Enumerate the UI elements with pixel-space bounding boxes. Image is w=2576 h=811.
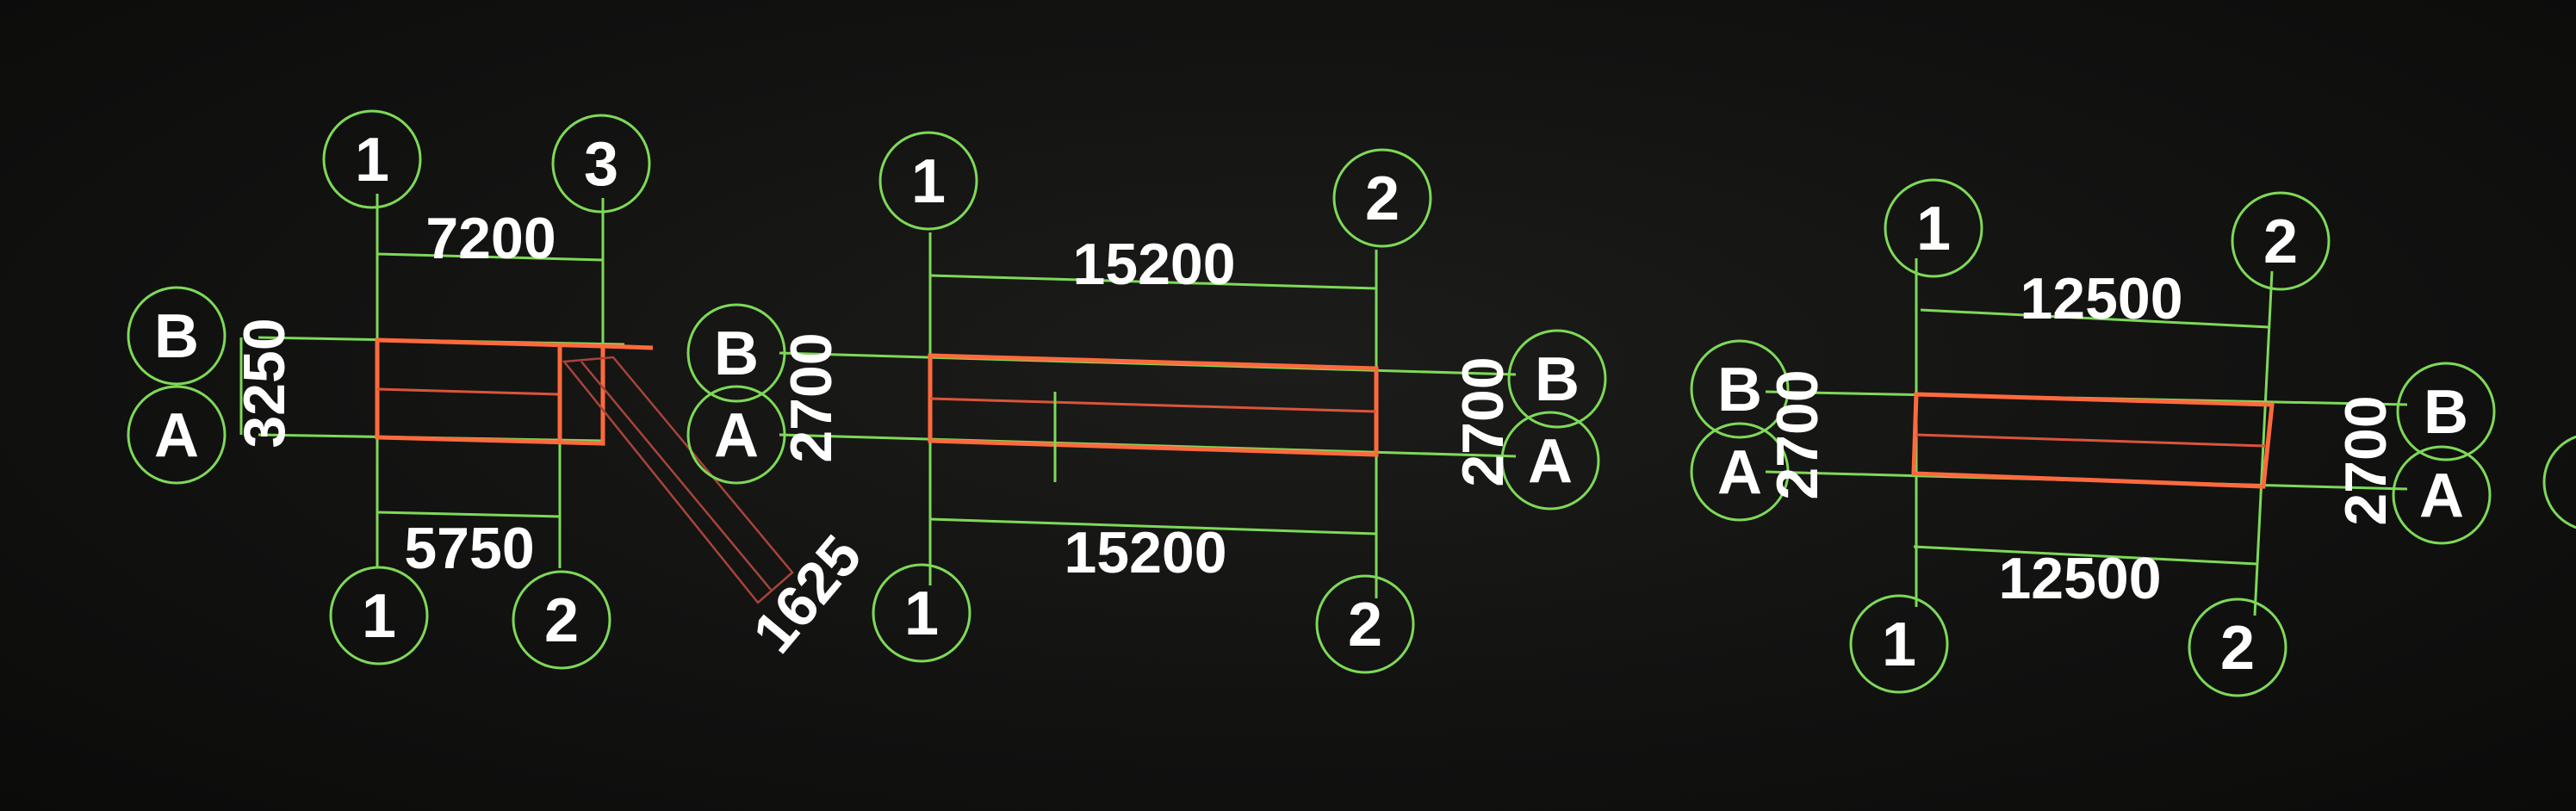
grid-bubble-icon xyxy=(322,109,422,209)
dimension-line-bottom xyxy=(1913,545,2257,566)
dimension-line-top xyxy=(1920,308,2270,329)
dimension-text-right: 2700 xyxy=(1450,356,1516,486)
dimension-line-top xyxy=(929,274,1377,290)
grid-bubble-icon[interactable]: 2 xyxy=(1315,574,1415,674)
grid-bubble-icon[interactable]: 2 xyxy=(2231,191,2331,291)
grid-bubble-icon xyxy=(686,385,786,485)
grid-bubble-icon xyxy=(1500,411,1600,511)
grid-bubble-icon[interactable]: 2 xyxy=(1332,148,1432,248)
dimension-text-bottom: 12500 xyxy=(1998,546,2161,611)
axis-label-left-A: A xyxy=(154,401,199,470)
beam-centerline xyxy=(929,397,1377,413)
axis-label-left-B: B xyxy=(1717,356,1762,424)
beam-outline[interactable] xyxy=(928,353,1379,457)
dimension-line-top xyxy=(376,252,604,262)
grid-bubble-icon xyxy=(127,385,227,485)
axis-label-bottom-1: 1 xyxy=(362,582,396,651)
grid-bubble-icon[interactable]: A xyxy=(686,385,786,485)
dimension-line-bottom xyxy=(929,517,1377,536)
axis-label-left-B: B xyxy=(154,302,199,371)
grid-line-2 xyxy=(2253,270,2274,616)
dimension-text-top: 7200 xyxy=(425,206,556,271)
grid-bubble-icon[interactable]: A xyxy=(1690,422,1790,522)
grid-bubble-icon xyxy=(872,563,971,663)
grid-bubble-icon xyxy=(1884,178,1983,278)
axis-label-bottom-2: 2 xyxy=(544,586,579,655)
grid-bubble-icon xyxy=(1690,422,1790,522)
beam-centerline xyxy=(376,387,561,396)
grid-bubble-icon xyxy=(2188,597,2287,697)
axis-label-left-B: B xyxy=(714,319,759,388)
grid-bubble-icon[interactable]: A xyxy=(1500,411,1600,511)
grid-bubble-icon[interactable]: B xyxy=(127,286,227,386)
dimension-text-left: 3250 xyxy=(232,318,297,448)
grid-bubble-icon xyxy=(127,286,227,386)
grid-bubble-icon[interactable]: A xyxy=(127,385,227,485)
beam-outline[interactable] xyxy=(1911,392,2275,489)
grid-bubble-icon xyxy=(1507,329,1607,429)
beam-extension xyxy=(602,344,654,350)
axis-label-right-B: B xyxy=(1535,345,1580,414)
partial-grid-bubble-icon xyxy=(2542,435,2576,529)
axis-label-bottom-1: 1 xyxy=(1882,610,1916,679)
axis-label-right-B: B xyxy=(2424,378,2468,447)
dimension-text-bottom: 15200 xyxy=(1064,520,1226,585)
dimension-line-bottom xyxy=(376,511,561,518)
axis-label-top-1: 1 xyxy=(911,147,946,216)
axis-label-left-A: A xyxy=(714,401,759,470)
grid-bubble-icon[interactable]: 1 xyxy=(872,563,971,663)
grid-bubble-icon xyxy=(2396,362,2496,461)
dimension-text-top: 12500 xyxy=(2020,266,2182,331)
dimension-text-left: 2700 xyxy=(1765,369,1830,499)
grid-bubble-icon xyxy=(686,303,786,403)
axis-label-top-2: 2 xyxy=(1365,164,1400,233)
axis-label-top-1: 1 xyxy=(355,126,389,195)
grid-bubble-icon xyxy=(1315,574,1415,674)
grid-bubble-icon[interactable]: 3 xyxy=(551,114,651,214)
grid-bubble-icon[interactable]: B xyxy=(1507,329,1607,429)
grid-bubble-icon[interactable]: 1 xyxy=(322,109,422,209)
dimension-text-ramp: 1625 xyxy=(741,523,874,666)
grid-bubble-icon[interactable]: 1 xyxy=(1849,594,1949,694)
dimension-text-right: 2700 xyxy=(2333,395,2399,525)
grid-bubble-icon xyxy=(1849,594,1949,694)
axis-label-top-2: 2 xyxy=(2263,207,2298,276)
beam-centerline xyxy=(1915,433,2266,448)
grid-bubble-icon xyxy=(2392,445,2492,545)
grid-bubble-icon[interactable]: 1 xyxy=(1884,178,1983,278)
axis-label-top-3: 3 xyxy=(584,130,618,199)
grid-bubble-icon[interactable]: B xyxy=(686,303,786,403)
grid-bubble-icon xyxy=(878,131,978,231)
plan-2: 1 2 1 2 B A B A 15200 152 xyxy=(686,131,1607,674)
grid-bubble-icon[interactable]: 2 xyxy=(2188,597,2287,697)
grid-bubble-icon[interactable]: 1 xyxy=(878,131,978,231)
grid-bubble-icon[interactable]: 2 xyxy=(512,570,611,670)
axis-label-bottom-2: 2 xyxy=(2220,614,2255,683)
grid-bubble-icon[interactable]: 1 xyxy=(329,566,429,666)
beam-outline[interactable] xyxy=(375,337,605,446)
ramp-hatch xyxy=(580,361,772,591)
grid-bubble-icon xyxy=(551,114,651,214)
grid-bubble-icon xyxy=(1332,148,1432,248)
dimension-text-top: 15200 xyxy=(1072,232,1235,297)
grid-bubble-icon[interactable]: B xyxy=(1690,339,1790,439)
axis-label-bottom-1: 1 xyxy=(904,579,939,648)
plan-1: 1 3 1 2 B A 7200 5750 3250 1625 xyxy=(127,109,874,670)
grid-bubble-icon xyxy=(1690,339,1790,439)
plan-3: 1 2 1 2 B A B A 12500 125 xyxy=(1053,178,2496,697)
axis-label-left-A: A xyxy=(1717,438,1762,507)
axis-label-right-A: A xyxy=(1528,427,1573,496)
grid-bubble-icon xyxy=(329,566,429,666)
dimension-text-bottom: 5750 xyxy=(404,516,534,581)
axis-label-right-A: A xyxy=(2419,461,2464,530)
axis-label-top-1: 1 xyxy=(1916,195,1951,263)
dimension-text-left: 2700 xyxy=(779,332,844,462)
grid-bubble-icon xyxy=(2231,191,2331,291)
grid-bubble-icon[interactable]: B xyxy=(2396,362,2496,461)
ramp-outline xyxy=(562,356,794,604)
axis-label-bottom-2: 2 xyxy=(1348,591,1382,659)
grid-bubble-icon[interactable]: A xyxy=(2392,445,2492,545)
grid-bubble-icon xyxy=(512,570,611,670)
